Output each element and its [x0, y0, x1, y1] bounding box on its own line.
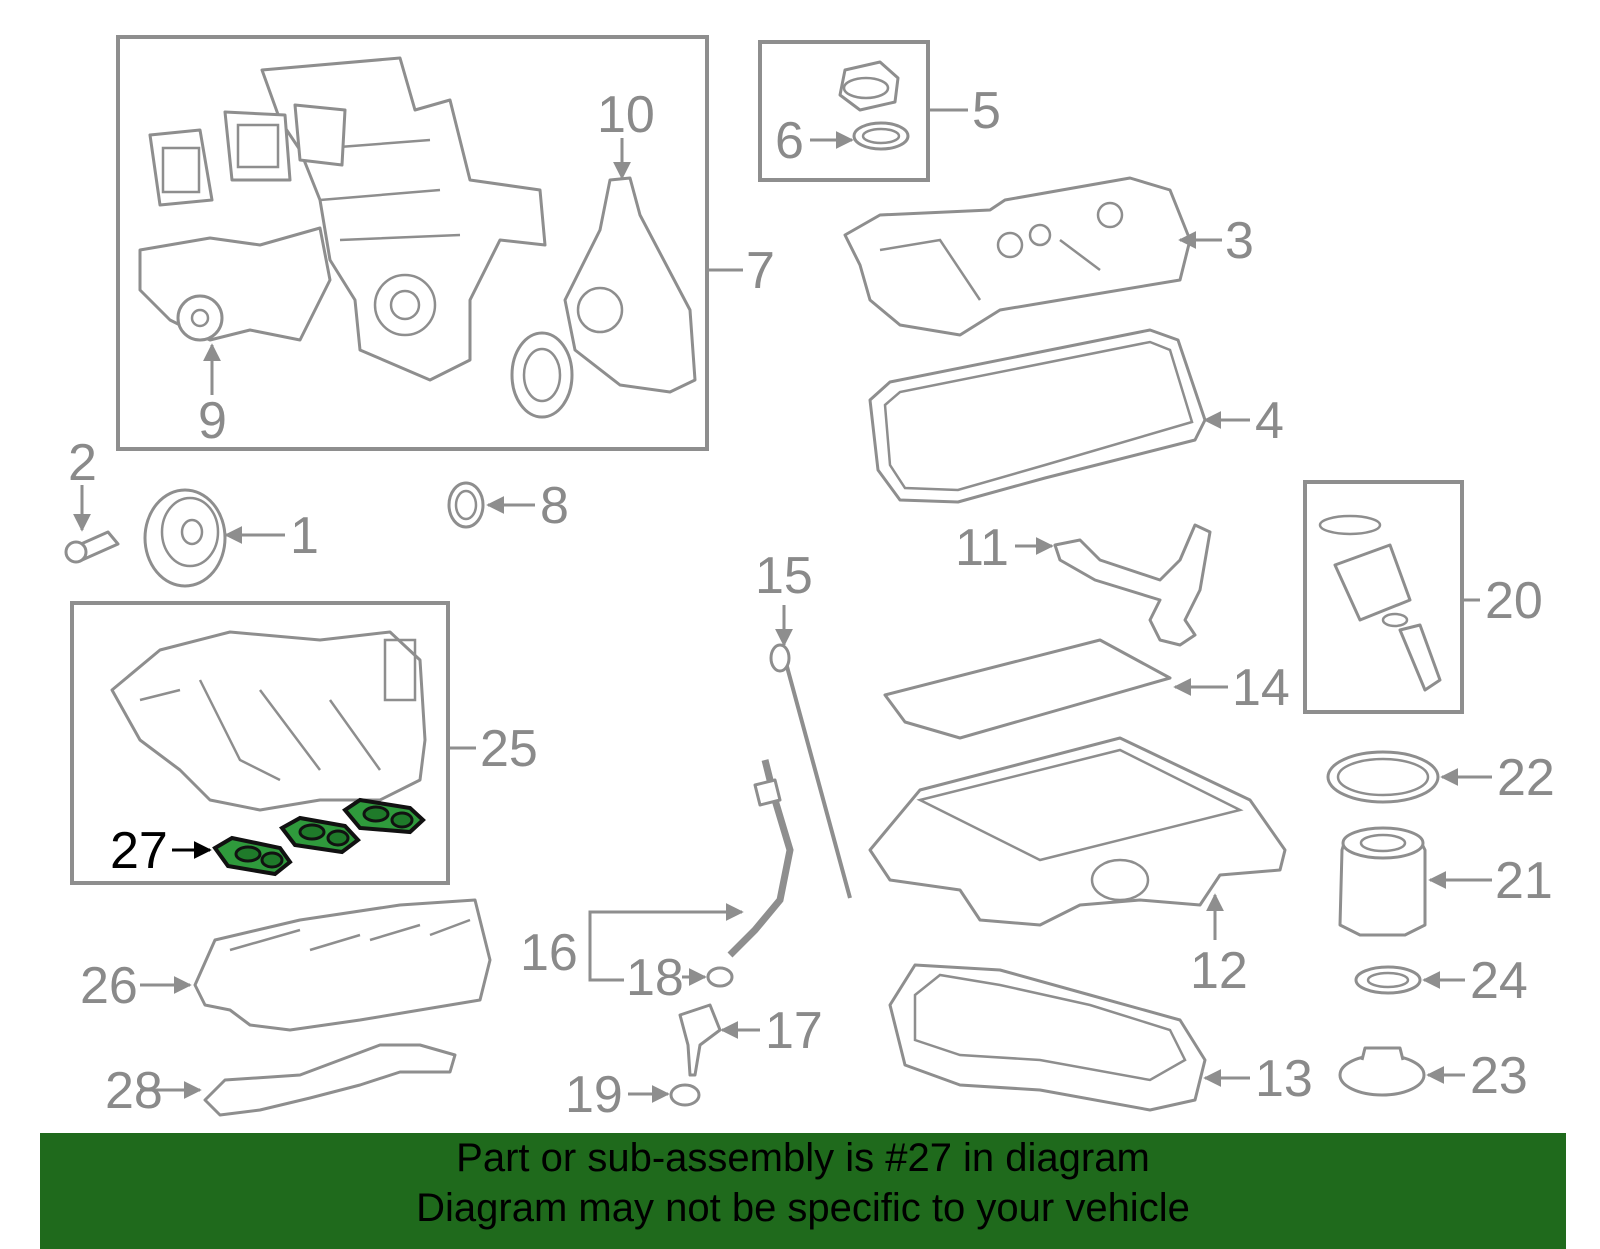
banner-line-2: Diagram may not be specific to your vehi…	[416, 1186, 1190, 1230]
callout-1: 1	[290, 507, 319, 565]
leader-lines	[73, 108, 1492, 1103]
part-gasket-28	[203, 1043, 457, 1117]
part-o-ring-19	[669, 1083, 701, 1107]
callout-7: 7	[746, 242, 775, 300]
part-crank-pulley	[143, 488, 227, 588]
part-pulley-bolt	[64, 530, 120, 564]
part-17	[678, 1003, 722, 1077]
part-oil-pump-rotor	[510, 331, 574, 419]
callout-3: 3	[1225, 212, 1254, 270]
part-water-pump	[138, 226, 332, 342]
part-gaskets-cover	[148, 103, 347, 207]
part-lower-intake-manifold	[193, 898, 492, 1032]
part-intake-gaskets-27	[212, 797, 426, 877]
callout-21: 21	[1495, 852, 1553, 910]
part-valve-cover	[843, 176, 1192, 337]
part-valve-cover-gasket	[868, 328, 1207, 504]
group-box-timing-cover	[116, 35, 709, 451]
callout-10: 10	[597, 86, 655, 144]
part-oil-cap-gasket	[852, 121, 910, 151]
callout-4: 4	[1255, 392, 1284, 450]
part-upper-oil-pan	[868, 736, 1287, 927]
part-gasket-24	[1354, 965, 1422, 995]
callout-28: 28	[105, 1062, 163, 1120]
callout-20: 20	[1485, 572, 1543, 630]
callout-23: 23	[1470, 1047, 1528, 1105]
callout-19: 19	[565, 1066, 623, 1124]
callout-9: 9	[198, 392, 227, 450]
callout-12: 12	[1190, 942, 1248, 1000]
part-dipstick	[781, 651, 852, 899]
callout-26: 26	[80, 957, 138, 1015]
callout-17: 17	[765, 1002, 823, 1060]
callout-15: 15	[755, 547, 813, 605]
part-oil-seal	[447, 481, 485, 529]
callout-16: 16	[520, 924, 578, 982]
part-lower-oil-pan	[888, 963, 1207, 1112]
part-oil-strainer-pipe	[1053, 523, 1212, 647]
callout-27: 27	[110, 822, 168, 880]
part-oil-filter	[1318, 514, 1442, 692]
banner-line-1: Part or sub-assembly is #27 in diagram	[456, 1136, 1150, 1180]
group-box-oil-filter	[1303, 480, 1464, 714]
callout-6: 6	[775, 112, 804, 170]
part-oil-pan-gasket	[883, 638, 1172, 740]
callout-25: 25	[480, 720, 538, 778]
part-10-bracket	[563, 176, 697, 394]
group-box-intake-manifold	[70, 601, 450, 885]
part-oil-filter-cap-21	[1338, 826, 1427, 937]
part-oil-filler-cap	[838, 60, 900, 112]
callout-8: 8	[540, 477, 569, 535]
callout-13: 13	[1255, 1050, 1313, 1108]
callout-22: 22	[1497, 749, 1555, 807]
part-o-ring-18	[706, 966, 734, 988]
part-drain-plug-23	[1338, 1046, 1426, 1097]
callout-11: 11	[955, 519, 1009, 577]
part-o-ring-22	[1326, 750, 1440, 804]
callout-14: 14	[1232, 659, 1290, 717]
callout-18: 18	[626, 949, 684, 1007]
part-intake-manifold	[110, 630, 427, 812]
callout-5: 5	[972, 82, 1001, 140]
callout-24: 24	[1470, 952, 1528, 1010]
notice-banner: Part or sub-assembly is #27 in diagram D…	[40, 1133, 1566, 1249]
callout-2: 2	[68, 434, 97, 492]
